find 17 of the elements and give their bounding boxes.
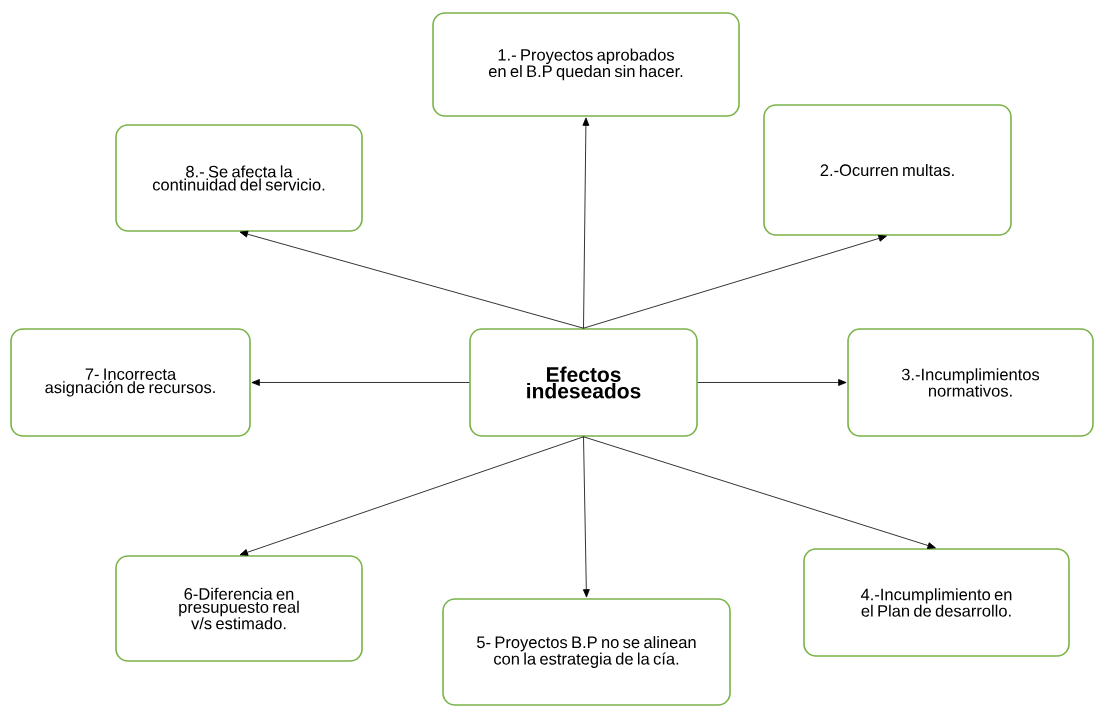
effect-box: 3.-Incumplimientos normativos. [847, 328, 1094, 437]
effect-box: 1.- Proyectos aprobados en el B.P quedan sin hacer. [432, 12, 740, 117]
effect-box: 7- Incorrecta asignación de recursos. [10, 328, 251, 437]
effect-box: 4.-Incumplimiento en el Plan de desarrollo. [803, 548, 1070, 657]
arrow [239, 436, 584, 556]
arrow [583, 436, 936, 549]
arrow [251, 379, 470, 386]
arrow [239, 230, 584, 329]
arrow [697, 379, 847, 386]
effect-box: 5- Proyectos B.P no se alinean con la estrategia de la cía. [442, 598, 731, 706]
effect-box: 2.-Ocurren multas. [763, 104, 1012, 236]
arrow [582, 117, 590, 329]
effect-box: 8.- Se afecta la continuidad del servicio. [115, 124, 363, 232]
central-box: Efectos indeseados [469, 328, 698, 437]
effect-box: 6-Diferencia en presupuesto real v/s estimado. [115, 555, 363, 662]
arrow [583, 235, 887, 329]
arrow [582, 436, 590, 598]
